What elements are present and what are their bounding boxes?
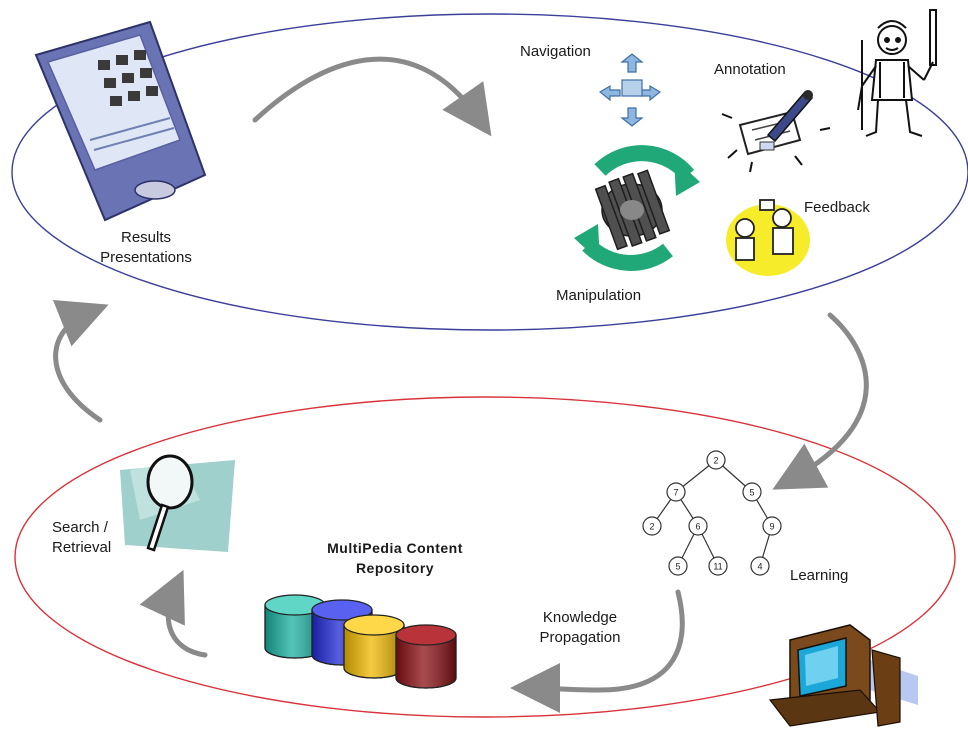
results-label-line1: Results <box>120 229 172 246</box>
tree-node-label: 2 <box>649 522 654 532</box>
tree-node <box>642 516 662 536</box>
tree-node <box>668 556 688 576</box>
arrow-repository-to-search <box>139 569 208 658</box>
tree-node-label: 7 <box>673 488 678 498</box>
repository-label: MultiPedia Content Repository <box>290 538 500 578</box>
search-label-line2: Retrieval <box>52 539 112 556</box>
search-magnifier-icon <box>120 454 235 552</box>
database-cylinder-yellow <box>343 614 405 679</box>
arrow-search-to-results <box>52 299 109 423</box>
arrow-learning-to-repository <box>510 589 685 714</box>
repository-label-line1: MultiPedia Content <box>327 540 463 556</box>
tree-node <box>706 450 726 470</box>
search-label-line1: Search / <box>52 519 108 536</box>
tree-node-label: 2 <box>713 456 718 466</box>
tree-node <box>742 482 762 502</box>
pda-icon <box>34 20 207 222</box>
tree-icon: 2 7 5 2 6 9 5 11 4 <box>642 450 782 576</box>
computer-icon <box>768 624 918 727</box>
tree-node-label: 5 <box>749 488 754 498</box>
bottom-ellipse <box>14 396 956 718</box>
tree-node <box>666 482 686 502</box>
navigation-label: Navigation <box>520 43 591 60</box>
researcher-icon <box>857 9 937 137</box>
tree-node <box>762 516 782 536</box>
knowledge-label-line1: Knowledge <box>542 609 618 626</box>
knowledge-propagation-label: Knowledge Propagation <box>525 608 635 648</box>
repository-label-line2: Repository <box>355 560 435 576</box>
knowledge-label-line2: Propagation <box>539 629 621 646</box>
arrow-feedback-to-learning <box>772 312 869 490</box>
learning-label: Learning <box>790 567 849 584</box>
database-cylinder-red <box>395 624 457 689</box>
database-icon <box>264 594 457 689</box>
tree-node-label: 5 <box>675 562 680 572</box>
tree-node-label: 9 <box>769 522 774 532</box>
results-presentations-label: Results Presentations <box>86 228 206 268</box>
tree-node <box>708 556 728 576</box>
feedback-icon <box>726 199 810 276</box>
top-ellipse <box>11 13 968 331</box>
database-cylinder-cyan <box>264 594 326 659</box>
tree-node-label: 4 <box>757 562 762 572</box>
tree-node <box>750 556 770 576</box>
flow-arrows <box>52 56 869 714</box>
annotation-icon <box>721 90 831 173</box>
arrow-presentation-to-navigation <box>252 56 492 137</box>
manipulation-label: Manipulation <box>556 287 642 304</box>
tree-node <box>688 516 708 536</box>
feedback-label: Feedback <box>804 199 870 216</box>
search-retrieval-label: Search / Retrieval <box>52 518 111 558</box>
tree-node-label: 6 <box>695 522 700 532</box>
manipulation-gear-icon <box>574 145 700 271</box>
annotation-label: Annotation <box>714 61 786 78</box>
tree-node-label: 11 <box>713 562 722 572</box>
navigation-icon <box>598 53 662 127</box>
results-label-line2: Presentations <box>100 249 192 266</box>
